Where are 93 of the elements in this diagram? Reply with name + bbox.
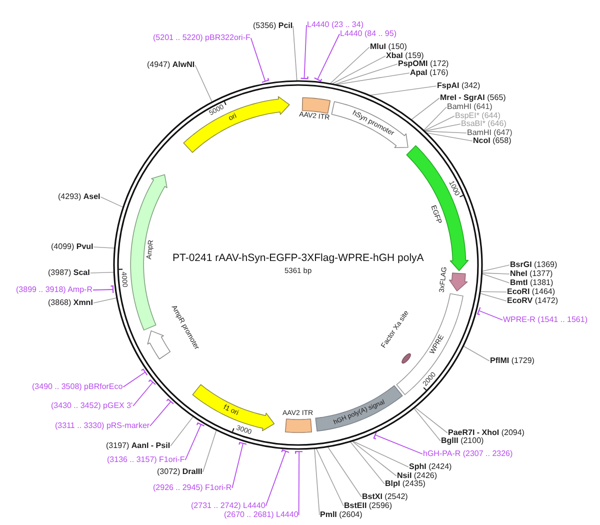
restriction-site-label: BmtI (1381) <box>510 279 554 287</box>
restriction-site-label: NheI (1377) <box>510 270 553 278</box>
primer-label: hGH-PA-R (2307 .. 2326) <box>423 450 513 458</box>
primer-label: (5201 .. 5220) pBR322ori-F <box>153 34 250 42</box>
leader-line <box>202 430 217 472</box>
leader-line <box>424 116 455 132</box>
leader-line <box>314 34 340 82</box>
leader-line <box>424 130 467 134</box>
leader-line <box>426 132 473 142</box>
restriction-site-label: BamHI (647) <box>467 129 512 137</box>
restriction-site-label: (3072) DraIII <box>157 468 202 476</box>
primer-label: (3490 .. 3508) pBRforEco <box>32 383 123 391</box>
restriction-site-label: (4947) AlwNI <box>147 61 195 69</box>
primer-label: (3899 .. 3918) Amp-R <box>16 286 92 294</box>
restriction-site-label: EcoRI (1464) <box>507 288 556 296</box>
leader-line <box>250 38 270 83</box>
leader-line <box>482 272 510 274</box>
leader-line <box>300 24 308 80</box>
leader-line <box>327 446 362 498</box>
leader-line <box>423 106 447 131</box>
leader-line <box>480 292 507 302</box>
leader-line <box>482 273 510 284</box>
leader-line <box>352 440 397 476</box>
restriction-site-label: ApaI (176) <box>410 69 448 77</box>
restriction-site-label: PflMI (1729) <box>490 357 534 365</box>
primer-label: L4440 (23 .. 34) <box>307 21 364 29</box>
leader-line <box>352 440 409 468</box>
restriction-site-label: BglII (2100) <box>441 437 484 445</box>
leader-line <box>150 398 174 426</box>
leader-line <box>265 449 290 506</box>
restriction-site-label: (3197) AanI - PsiI <box>106 442 170 450</box>
leader-line <box>92 285 114 294</box>
restriction-site-label: NsiI (2426) <box>397 472 438 480</box>
restriction-site-label: PspOMI (172) <box>398 60 449 68</box>
primer-label: (2670 .. 2681) L4440 <box>224 511 298 519</box>
leader-line <box>370 86 437 96</box>
leader-line <box>414 408 441 442</box>
restriction-site-label: BlpI (2435) <box>385 480 426 488</box>
leader-line <box>332 56 386 84</box>
primer-label: WPRE-R (1541 .. 1561) <box>503 316 588 324</box>
plasmid-title: PT-0241 rAAV-hSyn-EGFP-3XFlag-WPRE-hGH polyA <box>172 252 424 264</box>
leader-line <box>232 442 248 488</box>
leader-line <box>295 451 304 516</box>
primer-label: (3136 .. 3157) F1ori-F <box>107 456 185 464</box>
leader-line <box>314 448 320 516</box>
leader-line <box>132 379 156 406</box>
leader-line <box>93 246 115 248</box>
restriction-site-label: (3987) ScaI <box>48 269 90 277</box>
restriction-site-label: (4293) AseI <box>58 193 100 201</box>
restriction-site-label: (3868) XmnI <box>48 299 93 307</box>
leader-line <box>480 291 507 292</box>
restriction-site-label: BstXI (2542) <box>362 493 408 501</box>
restriction-site-label: BstEII (2596) <box>344 502 392 510</box>
leader-line <box>335 72 410 85</box>
primer-label: (3311 .. 3330) pRS-marker <box>55 422 150 430</box>
primer-label: (2926 .. 2945) F1ori-R <box>153 484 232 492</box>
restriction-site-label: BamHI (641) <box>447 103 492 111</box>
leader-line <box>463 346 490 362</box>
primer-label: (2731 .. 2742) L4440 <box>191 502 266 510</box>
leader-line <box>330 46 370 84</box>
restriction-site-label: PmlI (2604) <box>320 511 362 519</box>
primer-label: L4440 (84 .. 95) <box>340 30 396 38</box>
leader-line <box>292 26 298 82</box>
restriction-site-label: MreI - SgrAI (565) <box>440 94 506 102</box>
leader-line <box>477 306 503 320</box>
leader-line <box>410 98 440 120</box>
restriction-site-label: (5356) PciI <box>253 22 293 30</box>
leader-line <box>350 441 385 484</box>
leader-line <box>424 124 461 132</box>
leader-line <box>122 368 148 388</box>
leader-line <box>194 64 212 102</box>
leader-line <box>184 422 205 460</box>
restriction-site-label: BspEI* (644) <box>455 112 500 120</box>
leader-line <box>414 407 448 434</box>
restriction-site-label: XbaI (159) <box>386 52 424 60</box>
leader-line <box>170 416 194 446</box>
leader-line <box>90 272 114 274</box>
restriction-site-label: BsaBI* (646) <box>461 120 506 128</box>
leader-line <box>482 264 510 272</box>
primer-label: (3430 .. 3452) pGEX 3' <box>51 402 133 410</box>
leader-line <box>334 64 398 85</box>
restriction-site-label: BsrGI (1369) <box>510 261 558 269</box>
restriction-site-label: NcoI (658) <box>473 137 512 145</box>
leader-line <box>316 448 344 506</box>
restriction-site-label: FspAI (342) <box>437 82 480 90</box>
restriction-site-label: MluI (150) <box>370 43 407 51</box>
leader-line <box>373 431 423 454</box>
restriction-site-label: (4099) PvuI <box>51 243 94 251</box>
restriction-site-label: PaeR7I - XhoI (2094) <box>448 429 524 437</box>
restriction-site-label: SphI (2424) <box>409 463 452 471</box>
restriction-site-label: EcoRV (1472) <box>507 297 558 305</box>
leader-line <box>93 297 118 304</box>
leader-line <box>100 196 124 208</box>
